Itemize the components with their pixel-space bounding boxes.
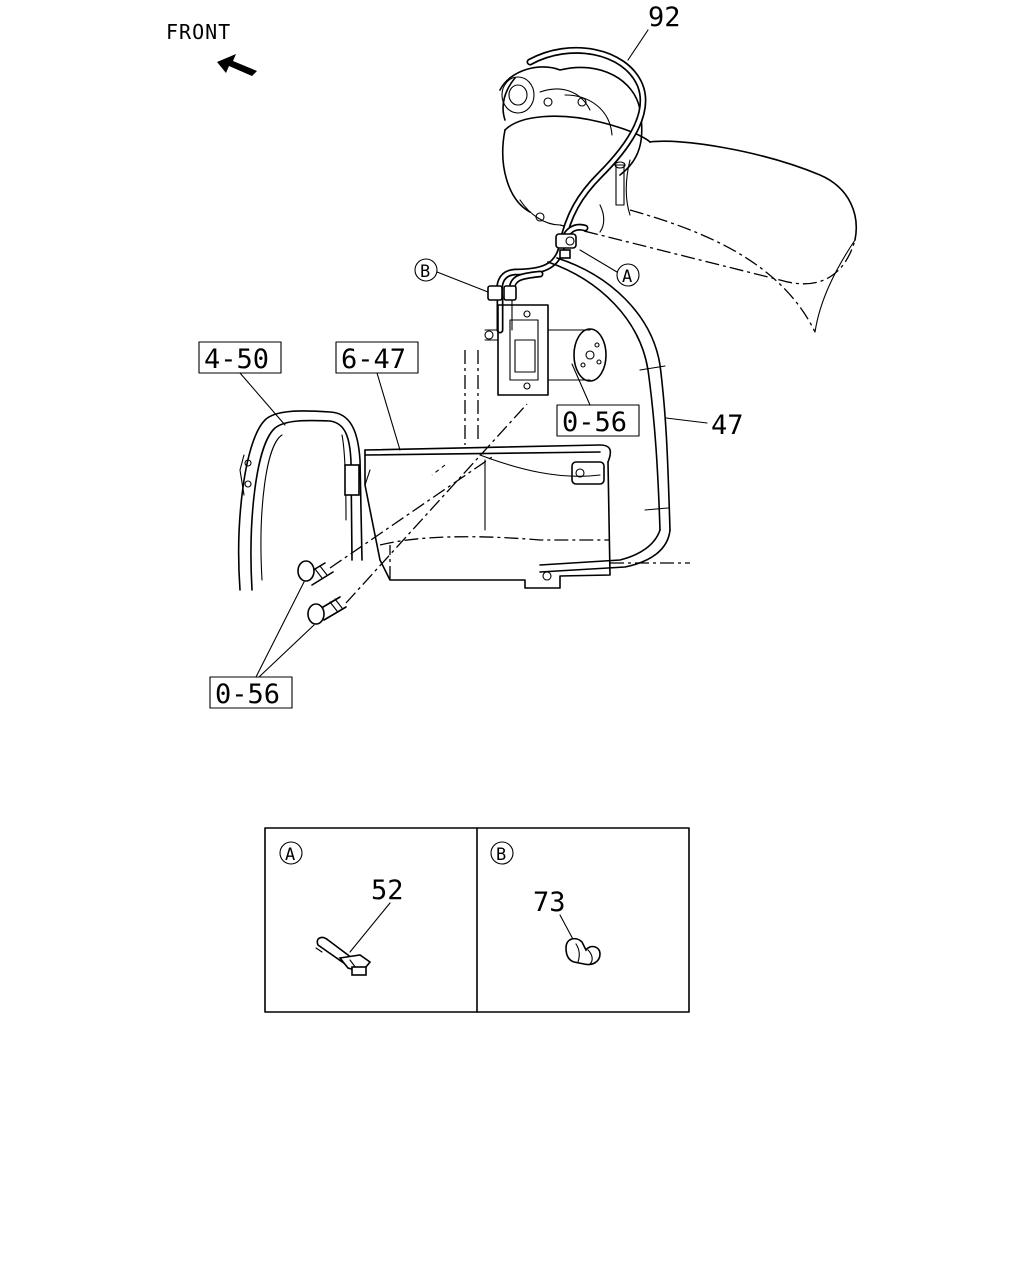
mounting-bracket — [484, 304, 549, 396]
detail-a: A 52 — [279, 841, 404, 976]
svg-text:0-56: 0-56 — [562, 407, 627, 438]
svg-text:4-50: 4-50 — [204, 344, 269, 375]
actuator — [547, 328, 607, 382]
callout-47: 47 — [711, 410, 744, 441]
turbo-housing — [499, 66, 643, 233]
front-arrow-icon — [217, 54, 257, 76]
clip-52-icon — [315, 936, 372, 976]
detail-b-part-number: 73 — [533, 887, 566, 918]
detail-a-mark — [279, 841, 303, 865]
callout-mark-b: B — [414, 258, 489, 293]
svg-text:B: B — [420, 262, 430, 282]
frame-panel — [237, 410, 363, 591]
clip-a-on-pipe — [555, 233, 577, 259]
leader-47 — [665, 417, 708, 424]
detail-b: B 73 — [490, 841, 601, 966]
clip-73-icon — [565, 937, 601, 966]
svg-text:A: A — [622, 267, 632, 287]
bolts-0-56 — [297, 403, 528, 625]
callout-mark-a: A — [579, 249, 640, 287]
leader-92 — [627, 29, 649, 61]
canister — [364, 350, 612, 589]
ref-box-4-50[interactable]: 4-50 — [198, 341, 286, 426]
clip-b-on-pipe — [487, 285, 517, 301]
ref-box-0-56-lower[interactable]: 0-56 — [209, 581, 315, 710]
detail-b-mark — [490, 841, 514, 865]
front-label: FRONT — [166, 20, 231, 44]
detail-a-mark-label: A — [285, 845, 295, 865]
detail-b-mark-label: B — [496, 845, 506, 865]
svg-text:0-56: 0-56 — [215, 679, 280, 710]
hose-47 — [539, 257, 690, 573]
detail-panel — [264, 827, 690, 1013]
air-duct — [502, 115, 857, 333]
detail-a-part-number: 52 — [371, 875, 404, 906]
svg-text:6-47: 6-47 — [341, 344, 406, 375]
ref-box-6-47[interactable]: 6-47 — [335, 341, 419, 451]
callout-92: 92 — [648, 2, 681, 33]
ref-box-0-56-upper[interactable]: 0-56 — [556, 363, 640, 438]
